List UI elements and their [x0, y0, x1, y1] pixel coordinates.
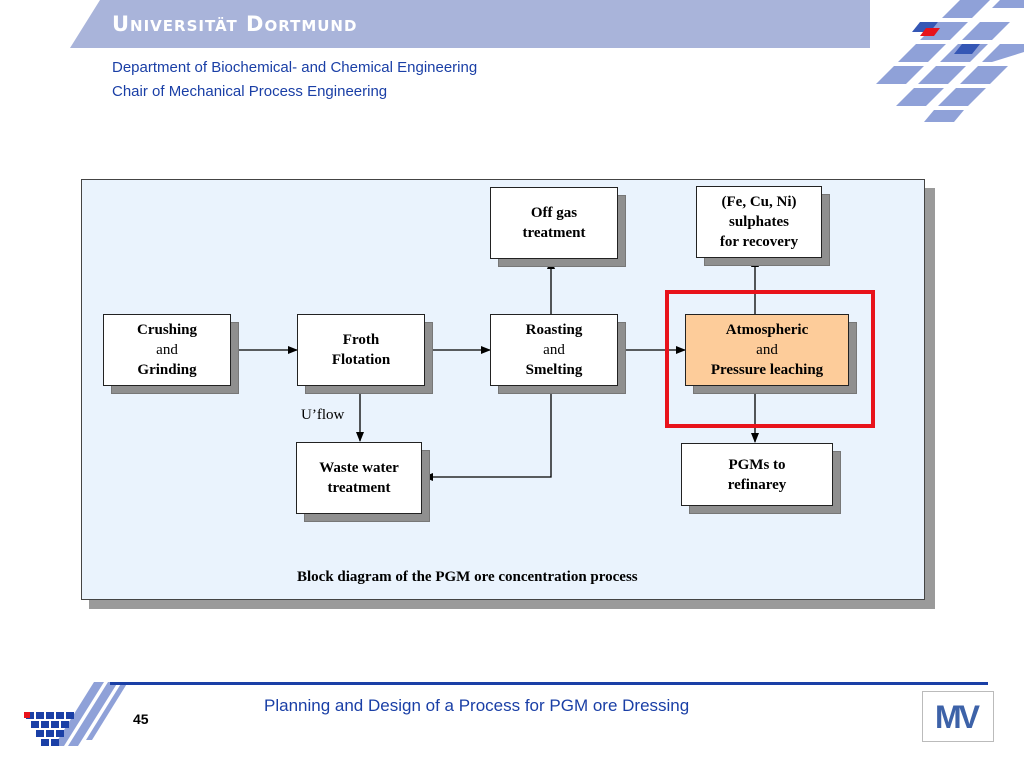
mv-logo-text: MV [935, 699, 980, 735]
roasting-and-label: and [543, 342, 565, 358]
atmospheric-label: Atmospheric [725, 322, 809, 338]
roasting-label: Roasting [525, 322, 583, 338]
froth-label: Froth [342, 332, 380, 348]
roasting-smelting-block: Roasting and Smelting [490, 314, 618, 386]
chair-name: Chair of Mechanical Process Engineering [112, 83, 388, 100]
diagram-caption: Block diagram of the PGM ore concentrati… [297, 569, 638, 585]
refinery-label: refinarey [727, 476, 787, 493]
crushing-grinding-block: Crushing and Grinding [103, 314, 231, 386]
footer-logo-pattern [24, 682, 128, 746]
recovery-label: for recovery [719, 234, 799, 250]
smelting-label: Smelting [525, 362, 583, 378]
offgas-treatment-block: Off gas treatment [490, 187, 618, 259]
froth-flotation-block: Froth Flotation [297, 314, 425, 386]
crushing-label: Crushing [136, 322, 198, 338]
sulphates-recovery-block: (Fe, Cu, Ni) sulphates for recovery [696, 186, 822, 258]
offgas-treatment-label: treatment [522, 225, 586, 241]
pgms-refinery-block: PGMs to refinarey [681, 443, 833, 506]
uflow-label: U’flow [301, 407, 345, 423]
wastewater-label: Waste water [319, 460, 399, 476]
flotation-label: Flotation [331, 352, 391, 368]
university-logo-pattern [876, 0, 1024, 122]
footer-divider [110, 682, 988, 685]
wastewater-treatment-label: treatment [327, 480, 391, 496]
pressure-leaching-label: Pressure leaching [710, 362, 824, 378]
sulphates-label: sulphates [728, 214, 790, 230]
metals-label: (Fe, Cu, Ni) [721, 194, 797, 210]
arrow-roasting-to-wastewater [423, 386, 552, 481]
offgas-label: Off gas [530, 205, 578, 221]
department-name: Department of Biochemical- and Chemical … [112, 59, 478, 76]
mv-logo: MV [922, 691, 994, 742]
leaching-highlight-box [665, 290, 875, 428]
pgms-label: PGMs to [728, 456, 786, 473]
crushing-and-label: and [156, 342, 178, 358]
page-number: 45 [133, 711, 149, 727]
leaching-block: Atmospheric and Pressure leaching [685, 314, 849, 386]
university-title: Universität Dortmund [112, 12, 358, 36]
wastewater-treatment-block: Waste water treatment [296, 442, 422, 514]
grinding-label: Grinding [137, 362, 197, 378]
footer-title: Planning and Design of a Process for PGM… [264, 696, 690, 715]
leaching-and-label: and [756, 342, 778, 358]
header-bar [70, 0, 870, 48]
